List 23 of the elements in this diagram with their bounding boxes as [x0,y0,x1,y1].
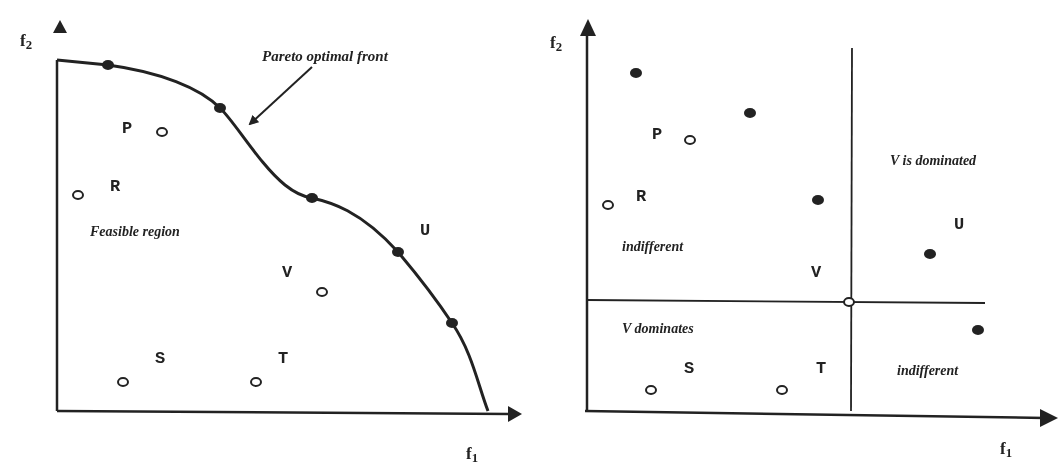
axis-label: f$_{1}$ [1000,438,1013,460]
point-label: V [282,262,293,284]
region-label: V is dominated [890,152,977,170]
callout-label: Pareto optimal front [262,45,462,67]
point-label: R [636,186,647,208]
point-label: R [110,176,121,198]
point-label: T [278,348,289,370]
point-label: S [155,348,166,370]
region-label: indifferent [897,362,959,380]
point-label: P [122,118,133,140]
point-label: U [420,220,431,242]
leader-arrow [248,66,313,126]
region-label: indifferent [622,238,684,256]
point-label: P [652,124,663,146]
point-label: V [811,262,822,284]
point-label: S [684,358,695,380]
axis-label: f$_{1}$ [466,443,479,465]
axis-label: f$_{2}$ [20,30,33,52]
axis-label: f$_{2}$ [550,32,563,54]
point-label: U [954,214,965,236]
region-label: V dominates [622,320,694,338]
point-label: T [816,358,827,380]
region-label: Feasible region [90,223,180,241]
